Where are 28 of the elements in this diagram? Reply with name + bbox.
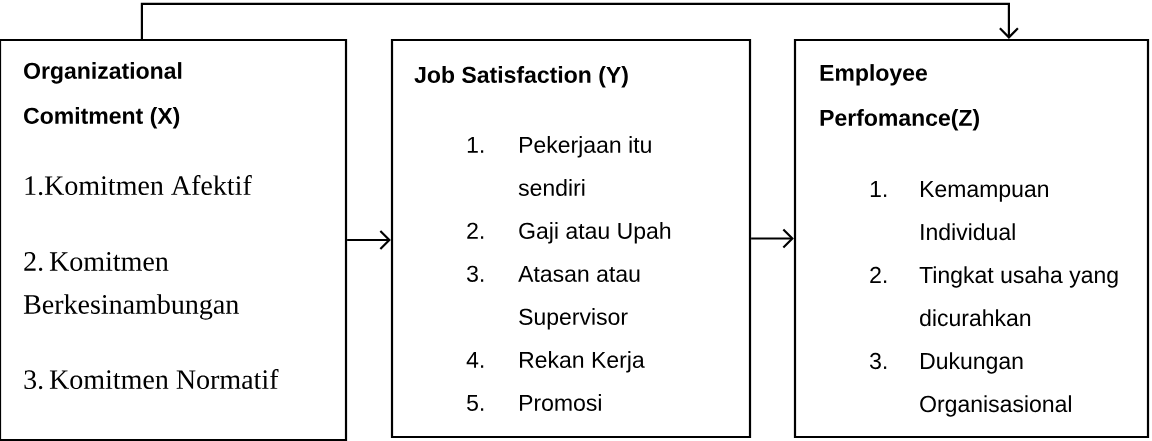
arrow [347, 230, 391, 250]
box-heading: Job Satisfaction (Y) [414, 66, 628, 88]
list-item: Kemampuan Individual [921, 181, 1048, 241]
list-item: 2. Komitmen Berkesinambungan [23, 252, 239, 320]
list-number: 1. [870, 181, 887, 197]
list-item: Tingkat usaha yang dicurahkan [919, 266, 1118, 327]
variable-box [793, 38, 1150, 439]
list-number: 1. [467, 136, 484, 153]
list-item: Dukungan Organisasional [920, 352, 1071, 417]
box-heading: Employee Perfomance(Z) [820, 64, 979, 131]
box-heading: Organizational Comitment (X) [24, 62, 182, 129]
list-number: 2. [467, 222, 484, 239]
list-number: 3. [467, 265, 484, 282]
arrow [140, 2, 1019, 39]
list-number: 4. [466, 351, 484, 368]
variable-box [390, 38, 752, 439]
list-number: 2. [870, 266, 887, 283]
list-item: 1.Komitmen Afektif [25, 175, 252, 196]
list-item: Gaji atau Upah [519, 222, 671, 244]
list-item: Promosi [520, 394, 601, 411]
list-number: 3. [870, 352, 887, 370]
list-number: 5. [467, 394, 484, 411]
list-item: Atasan atau Supervisor [518, 265, 640, 330]
list-item: Rekan Kerja [520, 351, 645, 373]
arrow [751, 228, 794, 249]
list-item: 3. Komitmen Normatif [24, 369, 279, 390]
list-item: Pekerjaan itu sendiri [518, 136, 651, 196]
variable-box [0, 38, 348, 441]
